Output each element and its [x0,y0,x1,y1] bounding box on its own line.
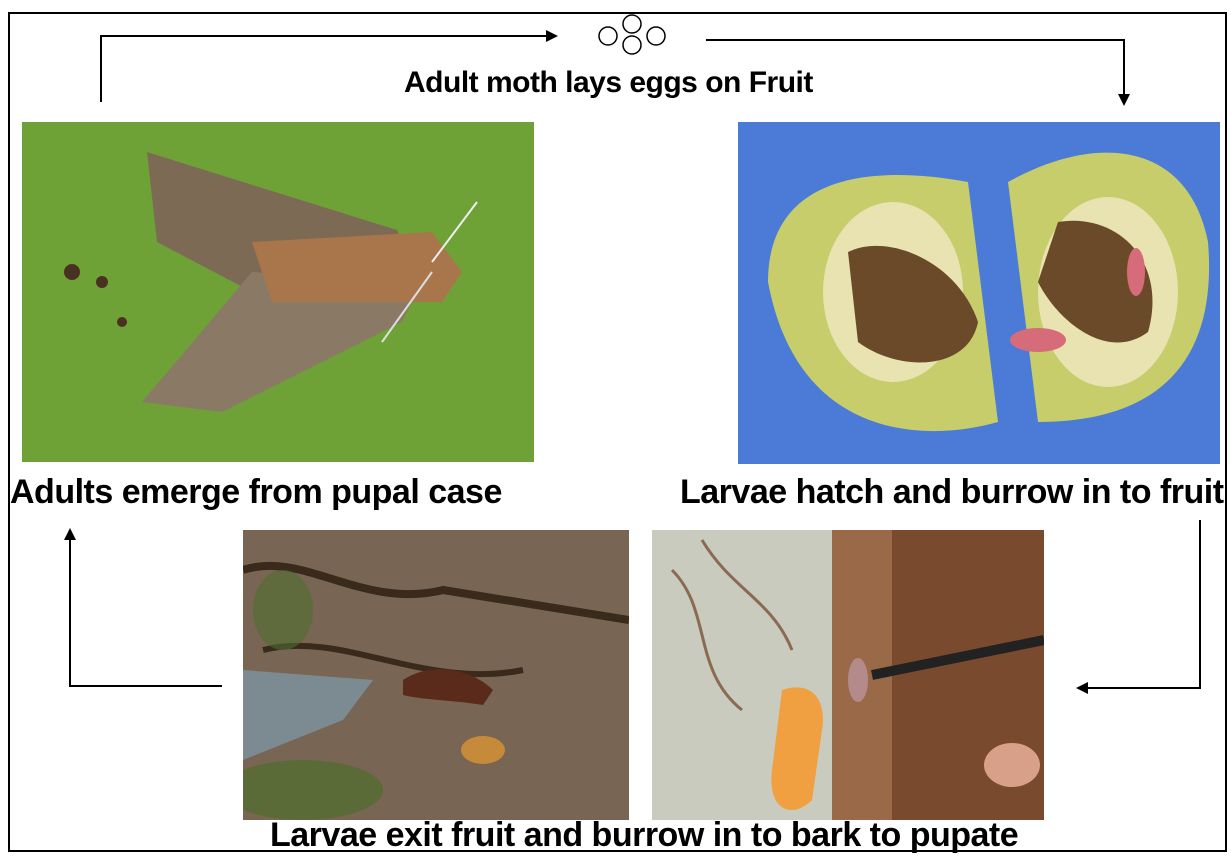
caption-adults-emerge: Adults emerge from pupal case [10,473,502,512]
caption-larvae-exit: Larvae exit fruit and burrow in to bark … [270,816,1018,855]
caption-larvae-hatch: Larvae hatch and burrow in to fruit [680,473,1224,512]
caption-adult-lays-eggs: Adult moth lays eggs on Fruit [404,66,813,100]
bark-pen-photo [652,530,1044,820]
bark-knife-photo [243,530,629,820]
moth-photo [22,122,534,462]
fruit-photo [738,122,1220,464]
